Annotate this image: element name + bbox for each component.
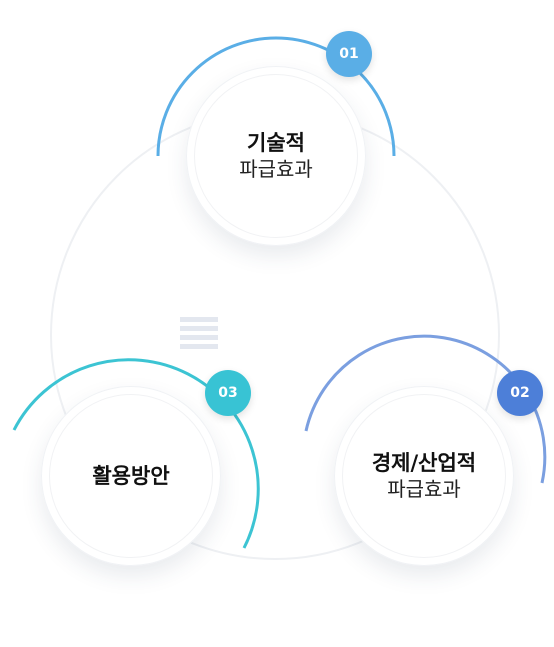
node-economic-industrial: 경제/산업적 파급효과	[304, 334, 547, 594]
node-2-content: 경제/산업적 파급효과	[342, 394, 506, 558]
node-1-subtitle: 파급효과	[239, 157, 313, 181]
node-technical: 기술적 파급효과	[156, 36, 396, 274]
node-3-content: 활용방안	[49, 394, 213, 558]
node-3-title: 활용방안	[92, 464, 170, 488]
watermark-bars-icon	[180, 317, 218, 351]
node-application: 활용방안	[12, 358, 260, 594]
node-2-arc	[304, 334, 547, 484]
node-3-badge: 03	[205, 370, 251, 416]
node-2-badge: 02	[497, 370, 543, 416]
node-1-arc	[156, 36, 396, 157]
node-1-badge: 01	[326, 31, 372, 77]
watermark-logo	[180, 308, 390, 356]
node-2-title: 경제/산업적	[371, 451, 477, 475]
node-1-title: 기술적	[247, 131, 305, 155]
node-2-subtitle: 파급효과	[387, 477, 461, 501]
node-3-arc	[12, 358, 260, 549]
node-1-content: 기술적 파급효과	[194, 74, 358, 238]
